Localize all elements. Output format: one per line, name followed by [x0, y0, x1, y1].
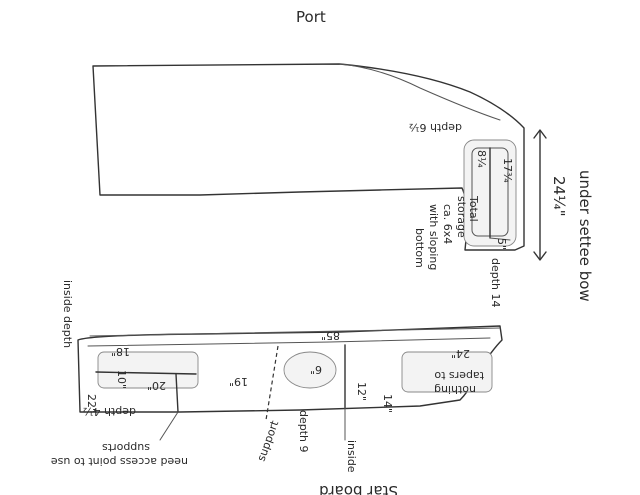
port-total-label: Total — [467, 195, 480, 222]
starboard-pointer-supports — [159, 411, 179, 441]
port-dim-24: 24¼" — [550, 176, 568, 217]
port-dim-8-1-4: 8¼ — [475, 150, 488, 168]
port-dim-line-5 — [489, 237, 511, 241]
port-hull-outline — [92, 63, 525, 251]
starboard-support-dash — [265, 345, 279, 421]
starboard-dim-6: 6" — [310, 363, 322, 376]
starboard-dim-20: 20" — [147, 379, 166, 392]
starboard-left-compartment — [97, 351, 199, 389]
starboard-dim-14: 14" — [381, 394, 394, 413]
starboard-left-dim-line — [95, 371, 197, 375]
starboard-dim-12: 12" — [355, 382, 368, 401]
port-depth-right-label: depth 14 — [489, 258, 502, 308]
port-hull-inner-line — [339, 63, 501, 121]
port-depth-top-label: depth 6½ — [409, 121, 462, 134]
starboard-right-compartment — [401, 351, 493, 393]
starboard-dim-85-line — [89, 327, 501, 337]
port-sloping-label: with sloping — [427, 204, 440, 270]
starboard-middle-compartment — [283, 351, 337, 389]
starboard-nothing-label: nothing — [434, 383, 476, 396]
starboard-dim-10: 10" — [115, 370, 128, 389]
starboard-dim-24: 24" — [451, 347, 470, 360]
port-dim-17-3-4: 17¾ — [501, 158, 514, 183]
port-arrow-head-bottom — [533, 251, 547, 261]
port-approx-label: ca. 6x4 — [441, 204, 454, 244]
starboard-dim-85: 85" — [321, 329, 340, 342]
port-section: Port depth 6½ 17¾ 8¼ 5" Total storage ca… — [92, 8, 594, 308]
port-title: Port — [296, 8, 326, 26]
starboard-depth-left: depth 4½ — [83, 405, 136, 418]
starboard-section: 85" 18" 10" 20" 19" depth 4½ 22" inside … — [51, 280, 503, 495]
port-under-settee-label: under settee bow — [576, 170, 594, 302]
starboard-hull-inner-line — [87, 337, 491, 347]
starboard-supports-label: supports — [102, 441, 150, 454]
port-bottom-label: bottom — [413, 228, 426, 268]
port-arrow-head-top — [533, 129, 547, 139]
starboard-inside-label: inside depth — [61, 280, 74, 348]
port-dim-5: 5" — [495, 238, 508, 250]
starboard-inside-label-2: inside — [345, 440, 358, 473]
starboard-hull-outline — [77, 325, 503, 413]
starboard-dim-22: 22" — [85, 394, 98, 413]
starboard-need-access-label: need access point to use — [51, 455, 188, 468]
starboard-dim-18: 18" — [111, 345, 130, 358]
starboard-dim-19: 19" — [229, 375, 248, 388]
starboard-tapers-label: tapers to — [434, 369, 484, 382]
starboard-depth-mid: depth 9 — [297, 410, 310, 453]
port-storage-label: storage — [455, 196, 468, 238]
starboard-title: Star board — [319, 482, 398, 495]
starboard-support-label: support — [255, 418, 282, 463]
starboard-left-support-line — [175, 373, 179, 413]
